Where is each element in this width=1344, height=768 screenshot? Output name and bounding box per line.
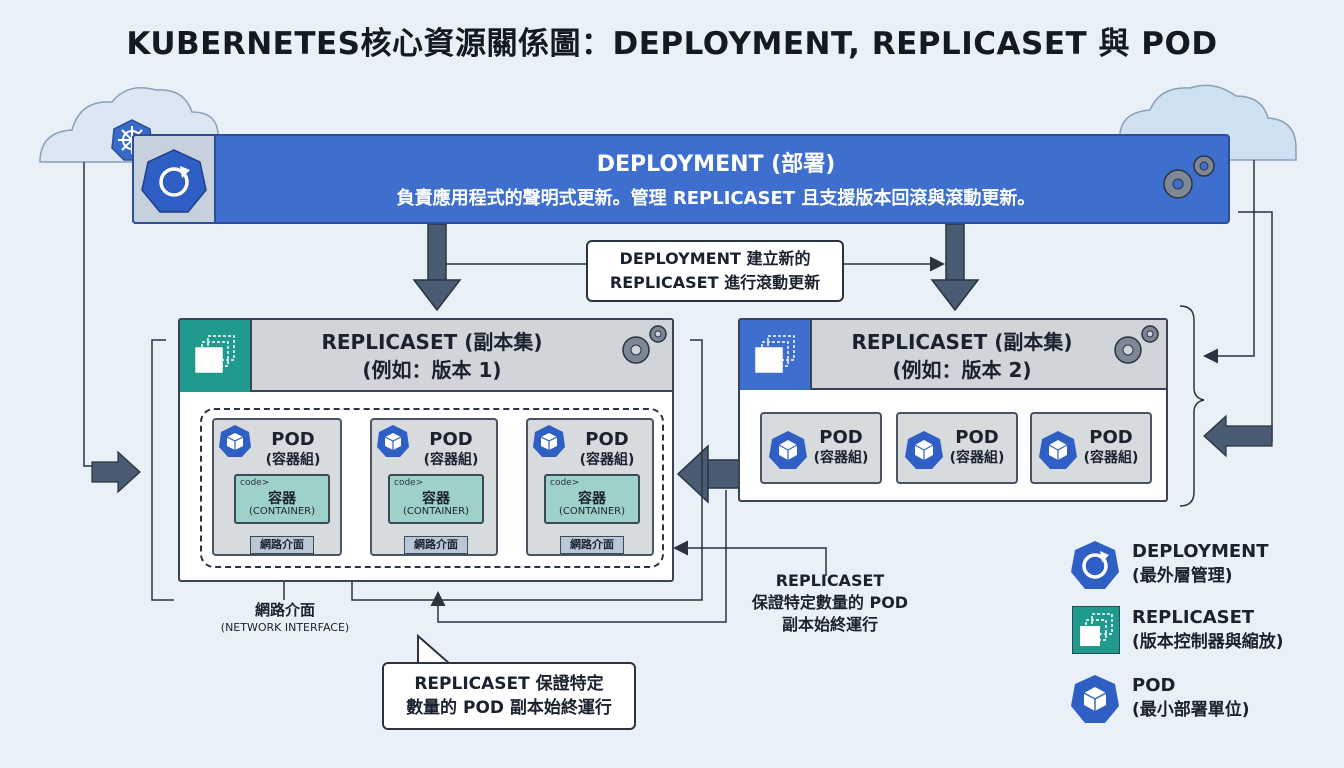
pod-icon <box>533 425 565 457</box>
bottom-callout-line2: 數量的 POD 副本始終運行 <box>406 698 612 718</box>
replicaset-note-line2: 保證特定數量的 POD <box>751 593 909 612</box>
pod-label: POD <box>429 429 473 450</box>
legend-deployment-title: DEPLOYMENT <box>1132 541 1269 562</box>
replicaset-v2-subtitle: (例如：版本 2) <box>892 358 1032 382</box>
container-sublabel: (CONTAINER) <box>402 506 469 517</box>
replicaset-icon <box>755 335 795 373</box>
replicaset-note-line1: REPLICASET <box>775 571 885 590</box>
container-box: code> 容器 (CONTAINER) <box>388 474 484 524</box>
pod-card: POD (容器組) code> 容器 (CONTAINER) 網路介面 <box>526 418 654 556</box>
legend-item-deployment: DEPLOYMENT (最外層管理) <box>1132 540 1269 588</box>
rollout-callout-line2: REPLICASET 進行滾動更新 <box>609 273 821 292</box>
page-title: KUBERNETES核心資源關係圖：DEPLOYMENT, REPLICASET… <box>126 26 1218 62</box>
network-interface-annotation: 網路介面 (NETWORK INTERFACE) <box>200 600 370 636</box>
pod-label: POD <box>1089 427 1133 448</box>
replicaset-v1-subtitle: (例如：版本 1) <box>362 358 502 382</box>
pod-sublabel: (容器組) <box>423 452 479 468</box>
pod-icon <box>769 431 807 469</box>
deployment-icon <box>141 149 207 213</box>
network-interface: 網路介面 <box>560 536 624 554</box>
arrow-deploy-to-rs1 <box>412 223 462 312</box>
container-name: 容器 <box>422 491 450 507</box>
replicaset-note-line3: 副本始終運行 <box>781 615 878 634</box>
legend-item-replicaset: REPLICASET (版本控制器與縮放) <box>1132 606 1284 654</box>
bottom-callout: REPLICASET 保證特定 數量的 POD 副本始終運行 <box>382 662 636 730</box>
arrow-deploy-to-rs2 <box>930 223 980 312</box>
pod-card: POD (容器組) code> 容器 (CONTAINER) 網路介面 <box>212 418 342 556</box>
legend-deployment-desc: (最外層管理) <box>1132 566 1233 586</box>
pod-label: POD <box>955 427 999 448</box>
pod-sublabel: (容器組) <box>813 450 869 466</box>
replicaset-icon <box>195 335 235 373</box>
replicaset-v1-title: REPLICASET (副本集) (例如：版本 1) <box>252 328 612 384</box>
replicaset-note: REPLICASET 保證特定數量的 POD 副本始終運行 <box>730 570 930 636</box>
replicaset-v2-title: REPLICASET (副本集) (例如：版本 2) <box>812 328 1112 384</box>
gear-icon <box>622 325 667 364</box>
deployment-title: DEPLOYMENT (部署) <box>596 152 836 177</box>
pod-icon <box>905 431 943 469</box>
container-name: 容器 <box>578 491 606 507</box>
pod-group-v1 <box>200 408 664 568</box>
pod-card: POD (容器組) code> 容器 (CONTAINER) 網路介面 <box>370 418 498 556</box>
code-tag: code> <box>550 478 580 488</box>
pod-sublabel: (容器組) <box>949 450 1005 466</box>
pod-card: POD (容器組) <box>1030 412 1152 484</box>
code-tag: code> <box>240 478 270 488</box>
network-interface-annotation-line2: (NETWORK INTERFACE) <box>220 621 350 634</box>
bottom-callout-line1: REPLICASET 保證特定 <box>414 674 604 694</box>
container-name: 容器 <box>268 491 296 507</box>
container-box: code> 容器 (CONTAINER) <box>544 474 640 524</box>
rollout-callout: DEPLOYMENT 建立新的 REPLICASET 進行滾動更新 <box>586 240 844 302</box>
pod-card: POD (容器組) <box>760 412 882 484</box>
legend-item-pod: POD (最小部署單位) <box>1132 674 1250 722</box>
legend-replicaset-title: REPLICASET <box>1132 607 1255 628</box>
pod-sublabel: (容器組) <box>1083 450 1139 466</box>
deployment-description: 負責應用程式的聲明式更新。管理 REPLICASET 且支援版本回滾與滾動更新。 <box>396 188 1036 209</box>
pod-card: POD (容器組) <box>896 412 1018 484</box>
container-box: code> 容器 (CONTAINER) <box>234 474 330 524</box>
pod-sublabel: (容器組) <box>265 452 321 468</box>
deployment-icon <box>1071 541 1119 589</box>
pod-icon <box>219 425 251 457</box>
replicaset-v1-header <box>180 320 672 392</box>
pod-label: POD <box>819 427 863 448</box>
legend-pod-title: POD <box>1132 675 1176 696</box>
pod-label: POD <box>585 429 629 450</box>
network-interface: 網路介面 <box>250 536 314 554</box>
code-tag: code> <box>394 478 424 488</box>
legend-replicaset-desc: (版本控制器與縮放) <box>1132 632 1284 652</box>
pod-sublabel: (容器組) <box>579 452 635 468</box>
legend: DEPLOYMENT (最外層管理) REPLICASET (版本控制器與縮放)… <box>1070 536 1330 736</box>
rollout-callout-line1: DEPLOYMENT 建立新的 <box>619 249 811 268</box>
gear-icon <box>1163 155 1215 199</box>
network-interface-annotation-line1: 網路介面 <box>254 601 315 619</box>
container-sublabel: (CONTAINER) <box>248 506 315 517</box>
pod-icon <box>377 425 409 457</box>
pod-icon <box>1071 675 1119 723</box>
pod-icon <box>1039 431 1077 469</box>
deployment-banner <box>132 134 1230 224</box>
legend-pod-desc: (最小部署單位) <box>1132 700 1250 720</box>
network-interface: 網路介面 <box>404 536 468 554</box>
pod-label: POD <box>271 429 315 450</box>
replicaset-v1-title-text: REPLICASET (副本集) <box>321 330 543 354</box>
container-sublabel: (CONTAINER) <box>558 506 625 517</box>
replicaset-v2-title-text: REPLICASET (副本集) <box>851 330 1073 354</box>
replicaset-icon <box>1072 606 1120 654</box>
gear-icon <box>1114 325 1159 364</box>
